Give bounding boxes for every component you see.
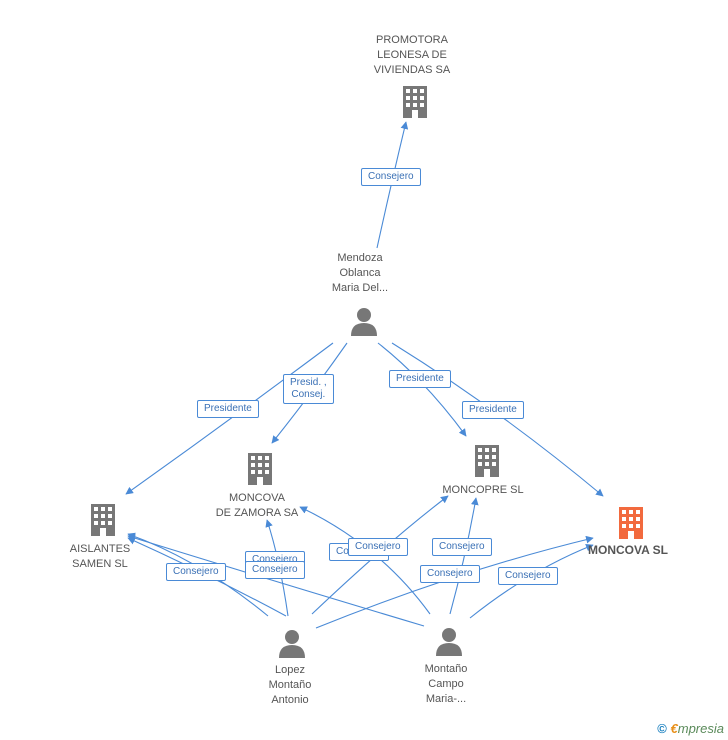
edge-label-consejero: Consejero (498, 567, 558, 585)
brand-logo-initial: € (670, 721, 678, 736)
person-icon (351, 308, 377, 336)
building-icon (91, 504, 115, 536)
edge-label-presidente: Presidente (462, 401, 524, 419)
node-label-promotora[interactable]: PROMOTORA LEONESA DE VIVIENDAS SA (373, 34, 451, 76)
node-label-montano[interactable]: Montaño Campo Maria-... (424, 663, 468, 705)
node-label-aislantes[interactable]: AISLANTES SAMEN SL (69, 543, 131, 570)
brand-footer[interactable]: © €mpresia (657, 721, 724, 736)
brand-logo-text: mpresia (677, 721, 724, 736)
edge-label-consejero: Consejero (166, 563, 226, 581)
person-icon (436, 628, 462, 656)
building-icon-main (619, 507, 643, 539)
edge-mendoza-aislantes (125, 342, 334, 495)
building-icon (475, 445, 499, 477)
building-icon (403, 86, 427, 118)
edge-montano-aislantes (127, 534, 425, 627)
node-label-moncova[interactable]: MONCOVA SL (588, 543, 668, 557)
edge-label-consejero: Consejero (361, 168, 421, 186)
edge-mendoza-moncopre (377, 342, 467, 437)
edge-montano-moncopre (449, 497, 479, 615)
node-label-moncova-zamora[interactable]: MONCOVA DE ZAMORA SA (215, 492, 299, 519)
node-label-lopez[interactable]: Lopez Montaño Antonio (268, 664, 312, 706)
building-icon (248, 453, 272, 485)
edge-label-consejero: Consejero (420, 565, 480, 583)
edge-label-presidente: Presidente (389, 370, 451, 388)
edge-label-consejero: Consejero (432, 538, 492, 556)
edge-label-presidente: Presidente (197, 400, 259, 418)
node-label-moncopre[interactable]: MONCOPRE SL (442, 484, 524, 496)
edge-label-consejero: Consejero (245, 561, 305, 579)
edge-label-presid-consej: Presid. , Consej. (283, 374, 334, 404)
copyright-icon: © (657, 721, 667, 736)
edge-label-consejero: Consejero (348, 538, 408, 556)
node-label-mendoza[interactable]: Mendoza Oblanca Maria Del... (331, 252, 389, 294)
person-icon (279, 630, 305, 658)
